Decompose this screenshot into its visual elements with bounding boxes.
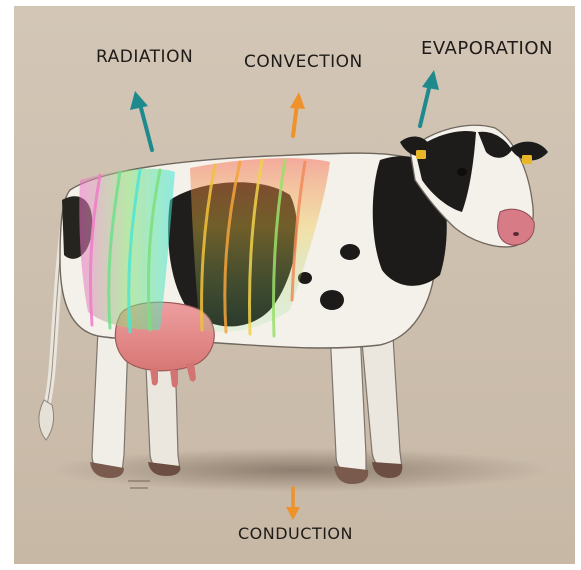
ear-tag-icon (416, 150, 426, 159)
convection-label: CONVECTION (244, 52, 363, 72)
ear-tag-icon (522, 155, 532, 164)
evaporation-label: EVAPORATION (421, 38, 553, 59)
ground-shadow (50, 448, 550, 492)
radiation-label: RADIATION (96, 47, 193, 67)
cow-eye (457, 168, 467, 176)
conduction-label: CONDUCTION (238, 524, 353, 543)
